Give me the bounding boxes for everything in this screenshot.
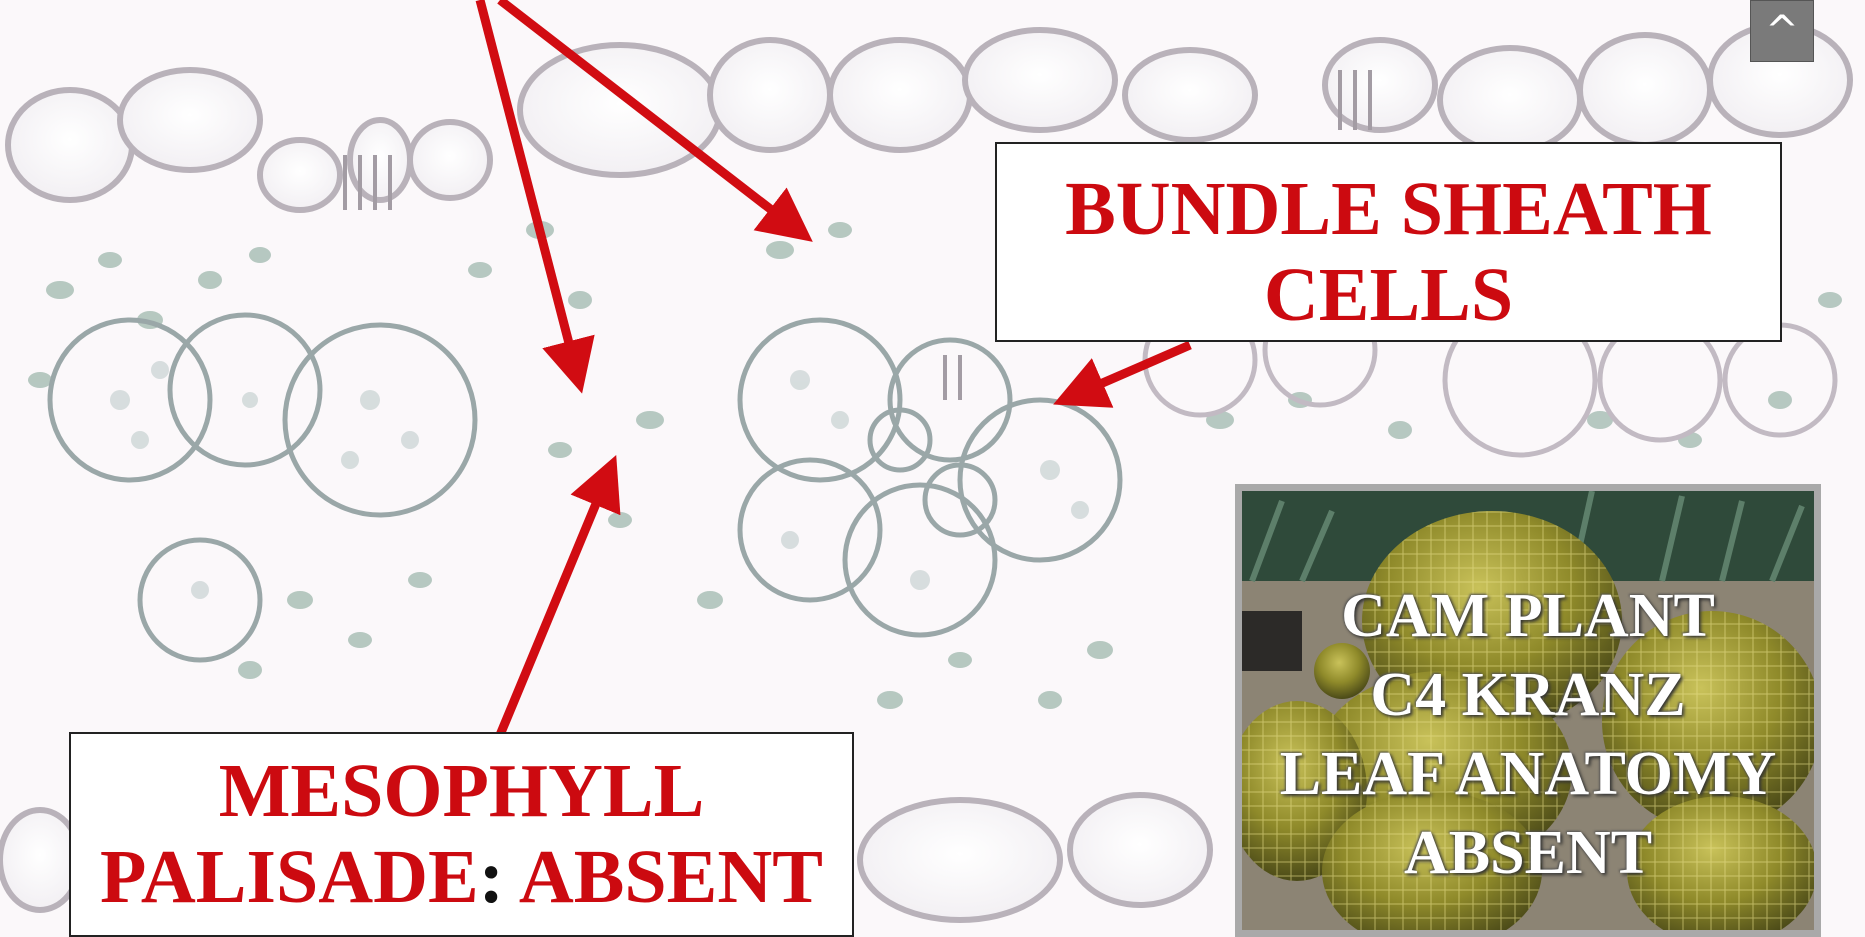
cactus-photo-panel: CAM PLANT C4 KRANZ LEAF ANATOMY ABSENT	[1235, 484, 1821, 937]
mesophyll-label-line2: PALISADE: ABSENT	[71, 834, 852, 920]
bundle-sheath-label-line2: CELLS	[997, 252, 1780, 338]
mesophyll-label-line1: MESOPHYLL	[71, 748, 852, 834]
absent-text: ABSENT	[504, 835, 823, 919]
cam-caption-line4: ABSENT	[1242, 814, 1814, 893]
mesophyll-label-box: MESOPHYLL PALISADE: ABSENT	[69, 732, 854, 937]
palisade-text: PALISADE	[100, 835, 479, 919]
caret-up-icon: ^	[1765, 8, 1799, 54]
cam-panel-caption: CAM PLANT C4 KRANZ LEAF ANATOMY ABSENT	[1242, 577, 1814, 893]
cam-caption-line2: C4 KRANZ	[1242, 656, 1814, 735]
scroll-to-top-button[interactable]: ^	[1750, 0, 1814, 62]
colon-text: :	[479, 835, 504, 919]
bundle-sheath-label-line1: BUNDLE SHEATH	[997, 166, 1780, 252]
cam-caption-line1: CAM PLANT	[1242, 577, 1814, 656]
cam-caption-line3: LEAF ANATOMY	[1242, 735, 1814, 814]
bundle-sheath-label-box: BUNDLE SHEATH CELLS	[995, 142, 1782, 342]
